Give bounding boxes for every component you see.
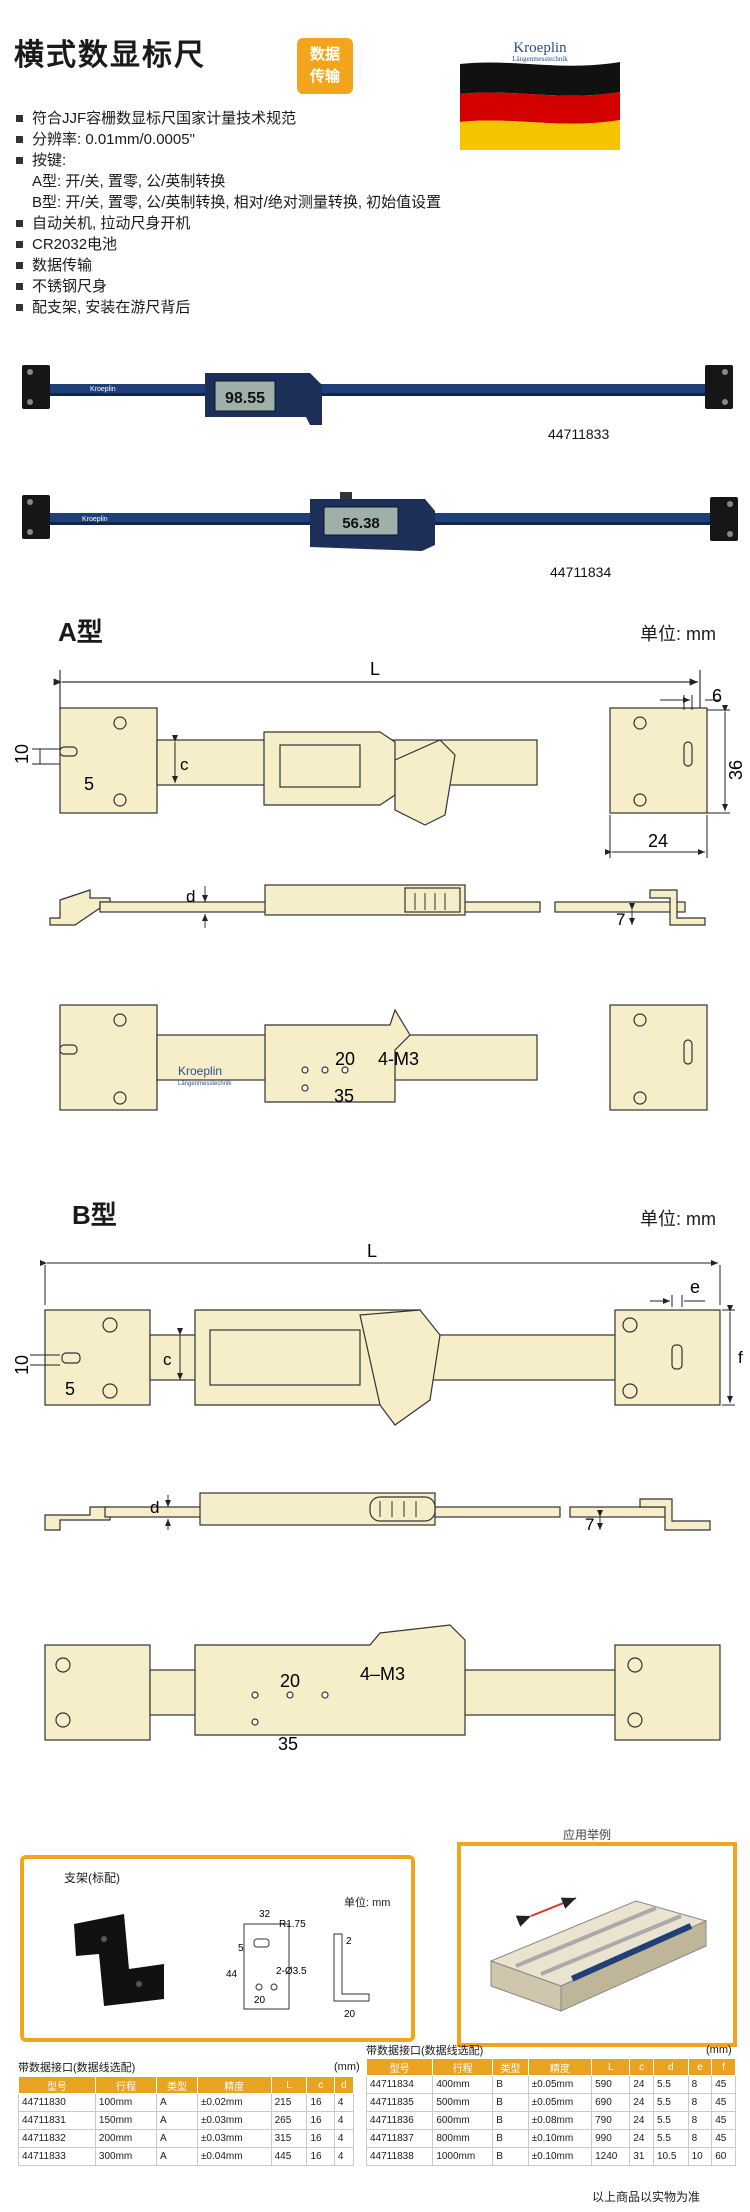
dim-d: d [150,1498,159,1517]
feature-item: 自动关机, 拉动尺身开机 [14,213,441,234]
scale-brand-label: Kroeplin [90,386,116,393]
bracket-title: 支架(标配) [64,1871,120,1885]
page-title: 横式数显标尺 [14,39,206,72]
dim-6: 6 [712,686,722,706]
display-readout: 98.55 [225,390,265,407]
feature-item: 不锈钢尺身 [14,276,441,297]
badge-line-2: 传输 [309,68,340,85]
type-a-drawing: L 6 10 5 c 36 24 d 7 Kroeplin Längenmess… [12,659,746,1111]
product-code: 44711834 [550,564,611,580]
dim-36: 36 [726,760,746,780]
brand-name: Kroeplin [513,40,567,56]
dim-5: 5 [84,774,94,794]
bracket-photo [74,1914,164,2006]
dim-20b: 20 [344,2009,356,2020]
display-readout: 56.38 [342,515,380,532]
dim-44: 44 [226,1969,238,1980]
badge-line-1: 数据 [309,46,340,63]
product-code: 44711833 [548,426,609,442]
product-photo-44711834: 56.38 Kroeplin 44711834 [22,492,738,580]
table-right-caption: 带数据接口(数据线选配) [366,2045,484,2057]
footer-note: 以上商品以实物为准 [592,2190,701,2204]
feature-subitem: B型: 开/关, 置零, 公/英制转换, 相对/绝对测量转换, 初始值设置 [32,194,442,211]
type-b-unit: 单位: mm [640,1209,716,1229]
dim-35: 35 [334,1086,354,1106]
dim-e: e [690,1277,700,1297]
bracket-unit: 单位: mm [344,1897,391,1909]
dim-4-m3: 4-M3 [378,1049,419,1069]
application-panel [457,1842,737,2047]
dim-c: c [163,1350,172,1369]
feature-list: 符合JJF容栅数显标尺国家计量技术规范 分辨率: 0.01mm/0.0005" … [14,108,441,318]
table-right-unit: (mm) [706,2044,732,2056]
feature-item: 按键: [14,150,441,171]
dim-c: c [180,755,189,774]
type-a-unit: 单位: mm [640,624,716,644]
product-photo-44711833: 98.55 Kroeplin 44711833 [22,365,733,442]
dim-L: L [367,1241,377,1261]
drawing-brand-sub: Längenmesstechnik [178,1081,232,1087]
feature-subitem: A型: 开/关, 置零, 公/英制转换 [32,173,226,190]
dim-7: 7 [585,1515,594,1534]
dim-2: 2 [346,1936,352,1947]
dim-4-m3: 4–M3 [360,1664,405,1684]
dim-d: d [186,887,195,906]
type-a-title: A型 [58,617,103,647]
dim-7: 7 [616,910,625,929]
feature-item: 配支架, 安装在游尺背后 [14,297,441,318]
bracket-panel: 支架(标配) 单位: mm 32 R1.75 5 44 2-Ø3.5 20 2 … [20,1855,415,2042]
dim-L: L [370,659,380,679]
dim-24: 24 [648,831,668,851]
dim-5: 5 [238,1943,244,1954]
dim-5: 5 [65,1379,75,1399]
application-title: 应用举例 [563,1828,612,1842]
drawing-brand-label: Kroeplin [178,1064,222,1078]
dim-20: 20 [254,1995,266,2006]
german-flag-icon [460,62,620,150]
dim-20: 20 [335,1049,355,1069]
table-left-caption: 带数据接口(数据线选配) [18,2062,136,2074]
table-left-unit: (mm) [334,2061,360,2073]
dim-10: 10 [12,744,32,764]
dim-hole: 2-Ø3.5 [276,1966,307,1977]
dim-32: 32 [259,1909,271,1920]
dim-35: 35 [278,1734,298,1754]
feature-item: 数据传输 [14,255,441,276]
bracket-drawing: 32 R1.75 5 44 2-Ø3.5 20 2 20 [226,1909,370,2020]
type-b-title: B型 [72,1200,117,1230]
scale-brand-label: Kroeplin [82,516,108,523]
feature-item: CR2032电池 [14,234,441,255]
dim-10: 10 [12,1355,32,1375]
dim-20: 20 [280,1671,300,1691]
type-b-drawing: L e 10 5 c f d 7 20 4–M3 35 [12,1241,743,1754]
application-illustration [489,1897,708,2012]
feature-item: 符合JJF容栅数显标尺国家计量技术规范 [14,108,441,129]
dim-f: f [738,1348,743,1367]
data-transfer-badge: 数据 传输 [297,38,353,94]
dim-r175: R1.75 [279,1919,306,1930]
brand-sub: Längenmesstechnik [512,55,568,63]
feature-item: 分辨率: 0.01mm/0.0005" [14,129,441,150]
